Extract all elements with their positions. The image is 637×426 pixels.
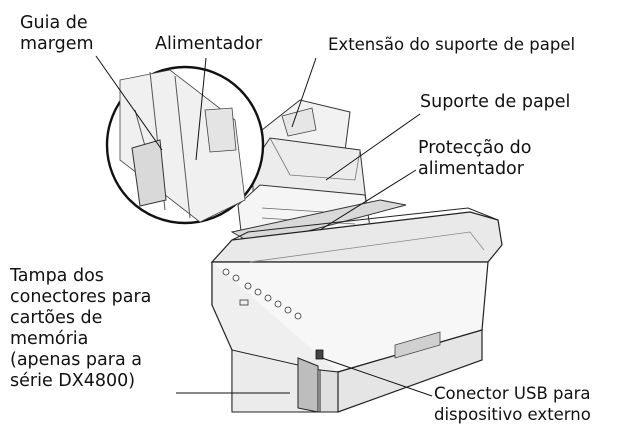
printer-body	[210, 207, 503, 413]
label-line: conectores para	[10, 287, 152, 307]
label-line: série DX4800)	[10, 371, 136, 391]
label-conector-usb: Conector USB para dispositivo externo	[434, 383, 591, 425]
label-alimentador: Alimentador	[155, 34, 263, 54]
label-line: Conector USB para	[434, 384, 591, 403]
label-line: Tampa dos	[10, 266, 104, 286]
memory-card-slot-cover	[297, 357, 319, 413]
label-line: dispositivo externo	[434, 405, 591, 424]
label-extensao-suporte-papel: Extensão do suporte de papel	[328, 35, 576, 54]
label-line: Guia de	[20, 13, 88, 33]
label-line: Protecção do	[418, 138, 532, 158]
label-proteccao-alimentador: Protecção do alimentador	[418, 138, 531, 180]
label-guia-de-margem: Guia de margem	[20, 13, 94, 55]
label-line: memória	[10, 329, 89, 349]
label-line: (apenas para a	[10, 350, 142, 370]
control-panel-buttons	[222, 268, 302, 320]
label-tampa-conectores: Tampa dos conectores para cartões de mem…	[10, 266, 151, 392]
magnified-inset	[105, 65, 265, 225]
usb-connector	[315, 349, 324, 360]
label-line: alimentador	[418, 159, 524, 179]
leader-lines	[95, 55, 433, 397]
label-suporte-de-papel: Suporte de papel	[420, 92, 571, 112]
label-line: margem	[20, 34, 94, 54]
label-line: cartões de	[10, 308, 103, 328]
